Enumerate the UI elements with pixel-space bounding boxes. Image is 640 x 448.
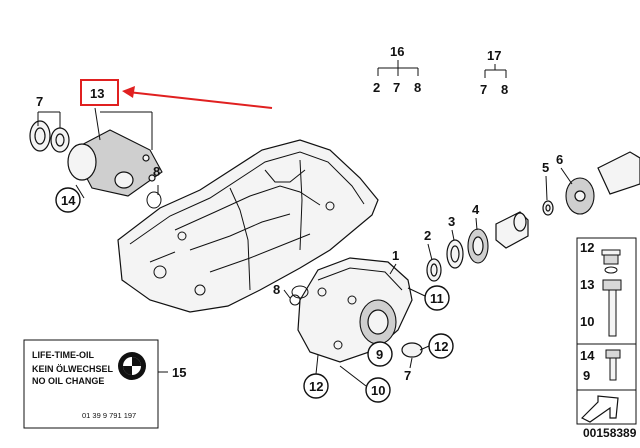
leader-4 (475, 217, 478, 231)
callout-6: 6 (556, 152, 563, 167)
callout-13: 13 (90, 86, 104, 101)
oil-pan (117, 139, 379, 313)
seal-ring-2 (426, 258, 442, 282)
leader-2 (427, 243, 433, 261)
output-shaft (495, 211, 529, 249)
panel-label-14: 14 (580, 348, 595, 363)
brand-logo-icon (118, 352, 146, 380)
leader-5 (545, 175, 548, 201)
leader-lines-group-13 (37, 107, 159, 199)
callout-1: 1 (392, 248, 399, 263)
callout-8-b: 8 (273, 282, 280, 297)
leader-12-a (419, 345, 430, 351)
bolt-panel: 12 13 10 14 9 00158389 (576, 237, 637, 440)
gasket-8 (289, 294, 301, 306)
sticker-line-2: KEIN ÖLWECHSEL (32, 364, 114, 374)
callout-7-a: 7 (36, 94, 43, 109)
seal-ring-3 (446, 239, 464, 269)
set-17: 17 7 8 (480, 48, 508, 97)
callout-16: 16 (390, 44, 404, 59)
sticker-line-3: NO OIL CHANGE (32, 376, 104, 386)
seal-ring-5 (542, 200, 554, 216)
callout-17-sub-7: 7 (480, 82, 487, 97)
callout-14-circle (55, 187, 81, 213)
highlight-arrow-head (122, 86, 135, 98)
callout-2: 2 (424, 228, 431, 243)
leader-12-b (315, 354, 319, 375)
leader-8-b (283, 289, 291, 299)
callout-11-a: 11 (430, 291, 444, 306)
oil-sticker: LIFE-TIME-OIL KEIN ÖLWECHSEL NO OIL CHAN… (23, 339, 159, 429)
sticker-line-1: LIFE-TIME-OIL (32, 350, 94, 360)
callout-10: 10 (371, 383, 385, 398)
callout-3: 3 (448, 214, 455, 229)
callout-5: 5 (542, 160, 549, 175)
callout-8-a: 8 (153, 164, 160, 179)
long-bolt-icon (602, 279, 622, 337)
callout-16-sub-2: 2 (373, 80, 380, 95)
callout-17-sub-8: 8 (501, 82, 508, 97)
seal-ring-7 (401, 342, 423, 358)
set-16: 16 2 7 8 (373, 44, 421, 95)
leader-6 (560, 167, 573, 185)
flange-4 (467, 228, 489, 264)
highlight-box (80, 79, 119, 106)
callout-9-circle (367, 341, 393, 367)
differential-housing (291, 257, 413, 363)
plug-screw-icon (601, 249, 621, 274)
leader-3 (451, 229, 455, 241)
leader-1 (389, 263, 397, 275)
callout-14: 14 (61, 193, 76, 208)
flex-disc-6 (565, 151, 640, 215)
leader-10 (339, 365, 367, 387)
callout-12-a: 12 (434, 339, 448, 354)
callout-12-b: 12 (309, 379, 323, 394)
callout-16-sub-8: 8 (414, 80, 421, 95)
panel-label-13: 13 (580, 277, 594, 292)
callout-11-a-circle (424, 285, 450, 311)
callout-4: 4 (472, 202, 480, 217)
callout-16-sub-7: 7 (393, 80, 400, 95)
highlight-arrow-line (127, 91, 273, 109)
short-bolt-icon (605, 349, 621, 381)
panel-label-10: 10 (580, 314, 594, 329)
panel-label-9: 9 (583, 368, 590, 383)
flange-part-13 (29, 120, 163, 209)
leader-11-a (407, 287, 426, 297)
leader-7-b (409, 357, 413, 369)
callout-7-b: 7 (404, 368, 411, 383)
panel-label-12: 12 (580, 240, 594, 255)
sticker-part-number: 01 39 9 791 197 (82, 411, 136, 420)
callout-10-circle (365, 377, 391, 403)
callout-15: 15 (172, 365, 186, 380)
callout-17: 17 (487, 48, 501, 63)
diagram-id: 00158389 (583, 426, 637, 440)
arrow-forward-icon (580, 395, 619, 423)
callout-9: 9 (376, 347, 383, 362)
